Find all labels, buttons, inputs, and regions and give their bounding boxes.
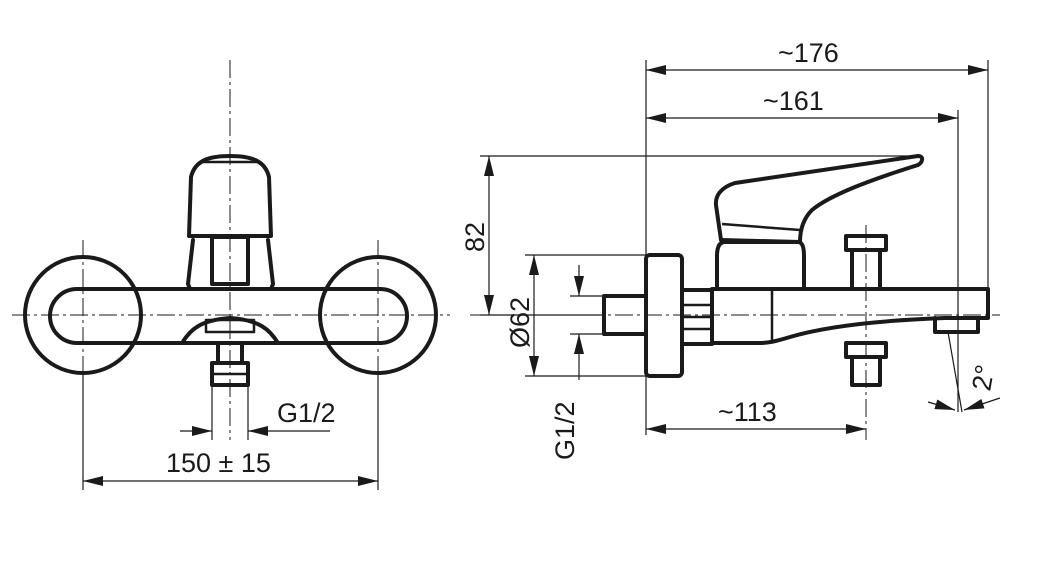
lever-handle (187, 154, 273, 238)
angle-arrow-left (927, 399, 956, 411)
length-161-label: ~161 (763, 86, 824, 116)
side-cartridge-housing (715, 240, 806, 291)
height-label: 82 (460, 222, 490, 252)
side-lever-handle (713, 154, 925, 244)
side-lever-edge (721, 222, 801, 232)
angle-label: 2° (966, 362, 1000, 393)
spout-outlet (933, 316, 980, 334)
length-176-label: ~176 (778, 38, 839, 68)
outlet-bump (180, 316, 280, 345)
side-mixer-body (710, 287, 990, 345)
side-view: ~176 ~161 82 Ø62 G1/2 ~113 2° (460, 38, 1000, 460)
outlet-distance-label: ~113 (718, 397, 777, 427)
angle-ref-line (947, 331, 963, 413)
front-connection-label: G1/2 (277, 398, 336, 428)
angle-arrow-right (963, 397, 1001, 411)
mixer-body (48, 287, 409, 345)
side-connection-label: G1/2 (550, 401, 580, 460)
diameter-label: Ø62 (505, 297, 535, 348)
handle-neck (186, 238, 275, 291)
spacing-label: 150 ± 15 (166, 448, 271, 478)
front-view: G1/2 150 ± 15 (12, 60, 450, 490)
